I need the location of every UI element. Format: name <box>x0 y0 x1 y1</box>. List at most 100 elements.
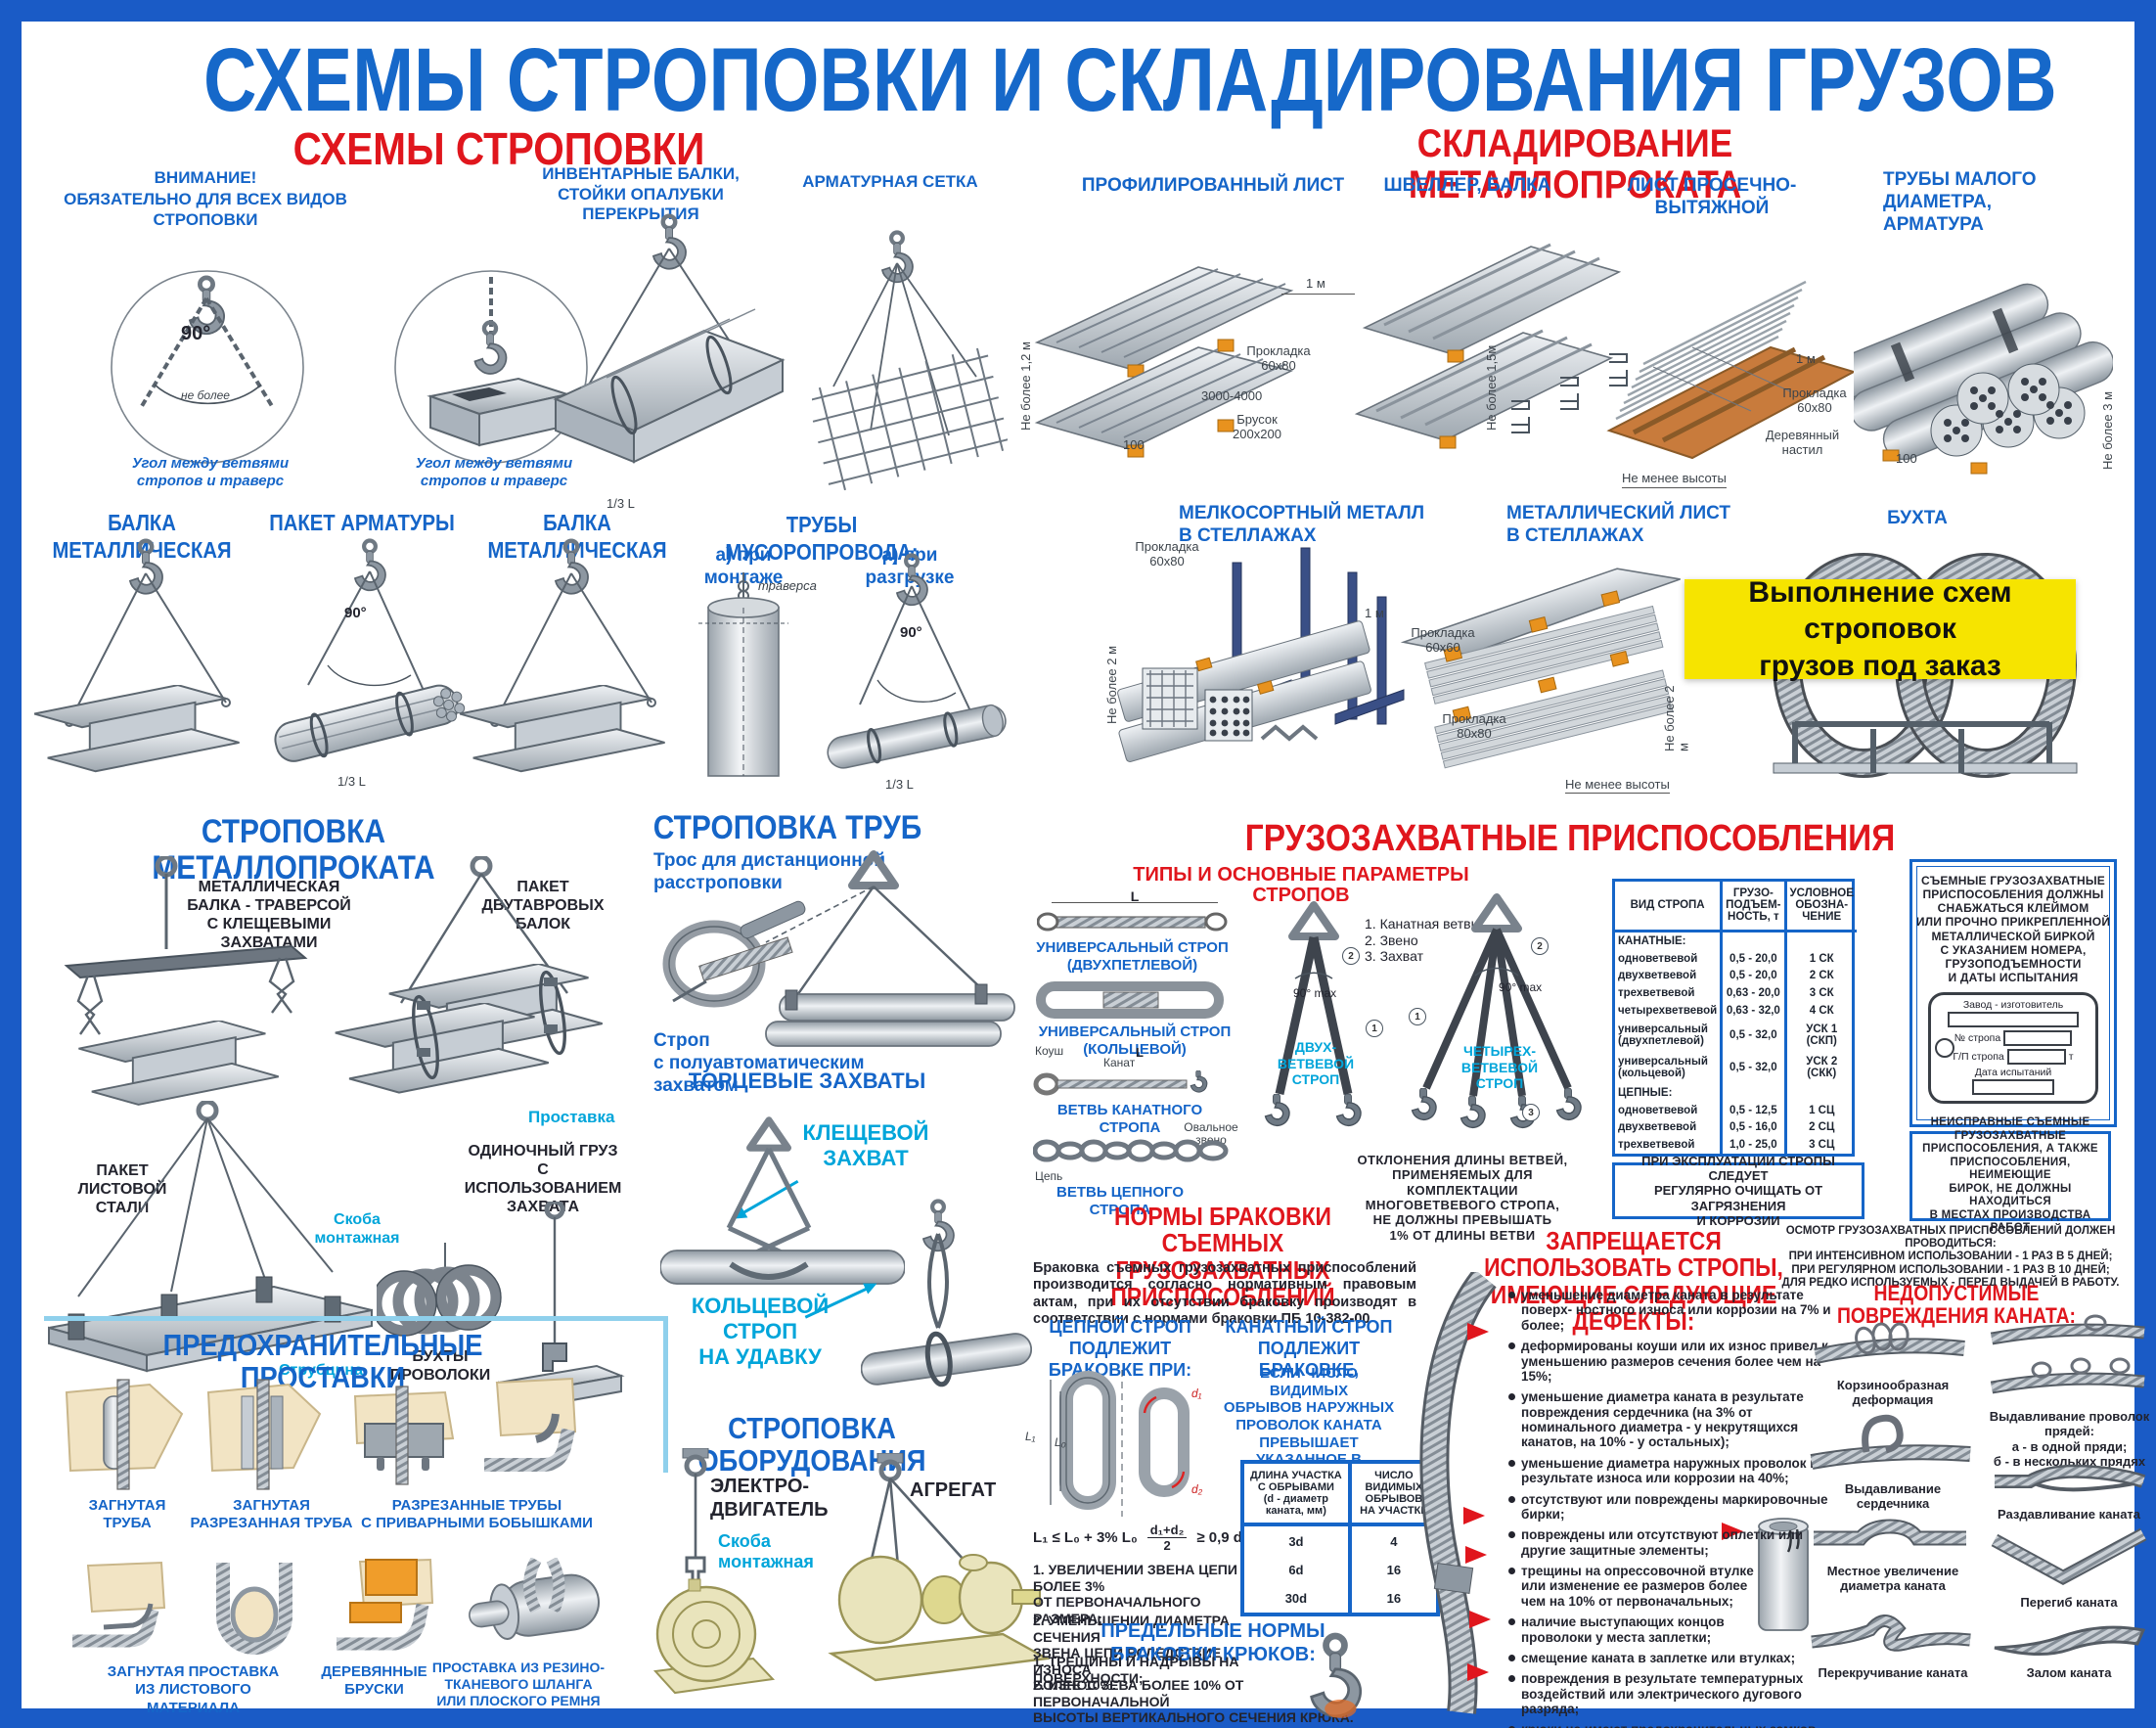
spacer-label-2: ЗАГНУТАЯ РАЗРЕЗАННАЯ ТРУБА <box>190 1497 353 1532</box>
wire-cell: 3d <box>1244 1524 1352 1557</box>
forbidden-item: повреждены или отсутствуют оплетки или д… <box>1506 1527 1844 1558</box>
row-cell: 1,0 - 25,0 <box>1721 1136 1787 1154</box>
damage-local-icon <box>1814 1519 1966 1546</box>
end-grabs-diagram <box>765 849 1015 1047</box>
divider-vertical <box>663 1316 668 1473</box>
small-metal-gasket-dim: Прокладка 60х80 <box>1135 539 1199 568</box>
row-cell: 0,63 - 20,0 <box>1721 984 1787 1003</box>
traverse-clamps-diagram <box>64 856 308 1107</box>
gap-1m-line-1 <box>1281 294 1355 295</box>
mesh-label: АРМАТУРНАЯ СЕТКА <box>802 172 978 191</box>
sheet-height-dim: Не более 2 м <box>1662 685 1691 751</box>
row-cell: 3 СЦ <box>1809 1139 1835 1152</box>
tag-cap-field <box>2006 1049 2066 1066</box>
dim-L0: L₀ <box>1055 1435 1066 1449</box>
sheet-racks-diagram <box>1400 568 1681 769</box>
semi-grip-label: Строп с полуавтоматическим захватом <box>653 1030 865 1097</box>
metal-heading: СТРОПОВКА МЕТАЛЛОПРОКАТА <box>152 813 435 887</box>
storage-s3-label: ЛИСТ ПРОСЕЧНО-ВЫТЯЖНОЙ <box>1627 175 1797 219</box>
four-leg-angle: 90° max <box>1499 980 1543 994</box>
pipe-bundles-diagram <box>1854 283 2113 475</box>
attention-title: ВНИМАНИЕ! <box>154 168 257 187</box>
frame-top <box>0 0 2156 22</box>
chute-unload-diagram <box>827 553 1007 769</box>
inspection-note: ОСМОТР ГРУЗОЗАХВАТНЫХ ПРИСПОСОБЛЕНИЙ ДОЛ… <box>1781 1225 2120 1289</box>
motor-diagram <box>652 1448 776 1695</box>
tag-num-label: № стропа <box>1954 1032 2001 1045</box>
row-cell: 0,5 - 12,5 <box>1721 1101 1787 1119</box>
divider-horizontal <box>44 1316 665 1321</box>
row-cell: четырехветвевой <box>1615 1002 1724 1020</box>
row-cell: 0,5 - 20,0 <box>1721 967 1787 985</box>
chain-item-2: 2. УМЕНЬШЕНИИ ДИАМЕТРА СЕЧЕНИЯ ЗВЕНА ЦЕП… <box>1033 1613 1230 1694</box>
defect-arrow-icon-2 <box>1463 1507 1485 1524</box>
profiled-length-dim: 3000-4000 <box>1201 388 1263 403</box>
defect-arrow-icon-1 <box>1467 1323 1489 1341</box>
ring-choke-label: КОЛЬЦЕВОЙ СТРОП НА УДАВКУ <box>691 1294 830 1369</box>
aggregate-label: АГРЕГАТ <box>910 1479 997 1501</box>
profiled-sheet-diagram <box>1034 266 1294 458</box>
remote-release-detail <box>662 900 806 1008</box>
spacer-bent-sheet <box>72 1561 166 1648</box>
angle-caption-2: Угол между ветвями стропов и траверс <box>415 455 573 490</box>
sling-table-h3: УСЛОВНОЕ ОБОЗНА- ЧЕНИЕ <box>1789 887 1854 924</box>
damage-label-core: Выдавливание сердечника <box>1844 1481 1942 1512</box>
damage-label-twist: Перекручивание каната <box>1818 1665 1968 1680</box>
rebar-label: ПАКЕТ АРМАТУРЫ <box>269 510 455 535</box>
marker-3-fourleg: 3 <box>1522 1104 1540 1121</box>
dim-L1: L₁ <box>1025 1430 1036 1443</box>
frame-right <box>2134 0 2156 1728</box>
forbidden-item: уменьшение диаметра каната в результате … <box>1506 1389 1844 1450</box>
chain-item-1: 1. УВЕЛИЧЕНИИ ЗВЕНА ЦЕПИ БОЛЕЕ 3% ОТ ПЕР… <box>1033 1562 1237 1626</box>
sling-table-h1: ВИД СТРОПА <box>1615 882 1724 932</box>
spacer-label-6: ПРОСТАВКА ИЗ РЕЗИНО- ТКАНЕВОГО ШЛАНГА ИЛ… <box>431 1660 606 1709</box>
row-cell: двухветвевой <box>1615 1118 1724 1137</box>
spacer-label-3: РАЗРЕЗАННЫЕ ТРУБЫ С ПРИВАРНЫМИ БОБЫШКАМИ <box>361 1497 593 1532</box>
row-cell: УСК 1 (СКП) <box>1806 1023 1838 1048</box>
expanded-sheet-diagram <box>1606 280 1857 460</box>
metal-d5-label: ОДИНОЧНЫЙ ГРУЗ С ИСПОЛЬЗОВАНИЕМ ЗАХВАТА <box>464 1143 622 1215</box>
damage-basket-icon <box>1814 1322 1965 1364</box>
sheet-gasket8080-dim: Прокладка 80х80 <box>1442 711 1506 741</box>
hook-item-2: 2. ИЗНОС ЗЕВА БОЛЕЕ 10% ОТ ПЕРВОНАЧАЛЬНО… <box>1033 1677 1354 1726</box>
pipes-height-dim: Не более 3 м <box>2100 390 2115 470</box>
expanded-gasket-dim: Прокладка 60х80 <box>1782 386 1847 415</box>
rebar-dim: 1/3 L <box>337 774 366 789</box>
poster-title-wrap: СХЕМЫ СТРОПОВКИ И СКЛАДИРОВАНИЯ ГРУЗОВ <box>0 29 2156 132</box>
row-cell: 0,5 - 32,0 <box>1721 1051 1787 1084</box>
chain-rejection-heading: ЦЕПНОЙ СТРОП ПОДЛЕЖИТ БРАКОВКЕ ПРИ: <box>1048 1317 1192 1380</box>
marker-2-fourleg: 2 <box>1531 937 1549 955</box>
equipment-heading: СТРОПОВКА ОБОРУДОВАНИЯ <box>697 1411 926 1478</box>
sling-type2-label: УНИВЕРСАЛЬНЫЙ СТРОП (КОЛЬЦЕВОЙ) <box>1038 1023 1232 1059</box>
spacer-corner-halfpipe <box>484 1377 577 1472</box>
coil-label: БУХТА <box>1887 508 1948 528</box>
hook-item-1: 1. ТРЕЩИНЫ И НАДРЫВЫ НА ПОВЕРХНОСТИ; <box>1033 1654 1239 1686</box>
rejection-hook-icon <box>1301 1632 1370 1728</box>
profiled-gasket-dim: Прокладка 60х80 <box>1246 343 1311 373</box>
storage-heading: СКЛАДИРОВАНИЕ МЕТАЛЛОПРОКАТА <box>1408 122 1742 206</box>
clean-note-box: ПРИ ЭКСПЛУАТАЦИИ СТРОПЫ СЛЕДУЕТ РЕГУЛЯРН… <box>1612 1154 1864 1228</box>
wire-cell: 30d <box>1244 1584 1352 1613</box>
chain-label: Цепь <box>1035 1169 1063 1183</box>
defect-arrow-icon-4 <box>1469 1611 1491 1628</box>
forbidden-item: отсутствуют или повреждены маркировочные… <box>1506 1492 1844 1523</box>
attention-circle-slot-diagram <box>394 270 588 464</box>
wire-table-h1: ДЛИНА УЧАСТКА С ОБРЫВАМИ (d - диаметр ка… <box>1244 1464 1352 1524</box>
row-cell: универсальный (кольцевой) <box>1615 1051 1724 1084</box>
marker-1-twoleg: 1 <box>1366 1020 1383 1037</box>
wire-coils-diagram <box>377 1243 502 1337</box>
damage-label-break: Залом каната <box>2026 1665 2112 1680</box>
row-cell: 0,5 - 20,0 <box>1721 949 1787 968</box>
wire-cell: 16 <box>1386 1591 1402 1607</box>
pipes-100-dim: 100 <box>1896 451 1917 466</box>
damage-crush-icon <box>1995 1464 2146 1492</box>
forbidden-item: наличие выступающих концов проволоки у м… <box>1506 1614 1761 1645</box>
metal-d2-label: ПАКЕТ ДВУТАВРОВЫХ БАЛОК <box>481 879 605 932</box>
forbidden-item: смещение каната в заплетке или втулках; <box>1506 1651 1844 1665</box>
end-grabs-label: ТОРЦЕВЫЕ ЗАХВАТЫ <box>688 1069 926 1093</box>
pincer-label: КЛЕЩЕВОЙ ЗАХВАТ <box>802 1120 929 1170</box>
damage-label-crush: Раздавливание каната <box>1997 1507 2141 1522</box>
damage-heading: НЕДОПУСТИМЫЕ ПОВРЕЖДЕНИЯ КАНАТА: <box>1836 1281 2077 1329</box>
row-cell: 2 СК <box>1809 970 1834 982</box>
tag-requirement-box: СЪЕМНЫЕ ГРУЗОЗАХВАТНЫЕ ПРИСПОСОБЛЕНИЯ ДО… <box>1909 859 2117 1127</box>
